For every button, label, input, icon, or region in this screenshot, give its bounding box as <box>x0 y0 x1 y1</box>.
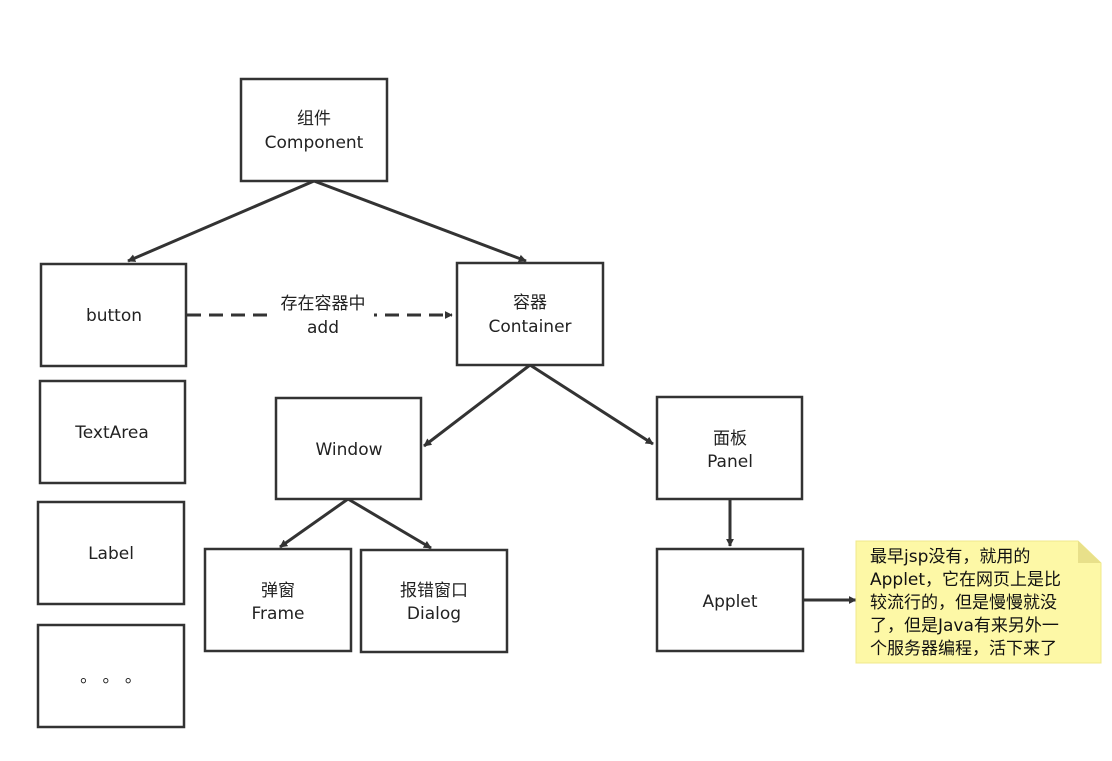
node-frame-line2: Frame <box>252 604 305 624</box>
edge-label-line1: 存在容器中 <box>281 294 366 314</box>
node-dialog-line1: 报错窗口 <box>400 581 468 601</box>
edge-label-line2: add <box>307 318 339 338</box>
note-line-3: 较流行的，但是慢慢就没 <box>870 592 1057 613</box>
node-frame-line1: 弹窗 <box>261 581 295 601</box>
note-line-2: Applet，它在网页上是比 <box>870 570 1061 590</box>
node-textarea-line1: TextArea <box>74 423 149 443</box>
edge-component-to-button <box>127 179 315 263</box>
node-container-line2: Container <box>488 317 571 337</box>
edge-label-add: 存在容器中 add <box>274 293 374 338</box>
node-window: Window <box>274 396 423 501</box>
applet-note: 最早jsp没有，就用的 Applet，它在网页上是比 较流行的，但是慢慢就没 了… <box>855 540 1102 664</box>
note-line-4: 了，但是Java有来另外一 <box>870 616 1059 636</box>
node-more-line1: 。 。 。 <box>80 667 142 687</box>
node-panel-line1: 面板 <box>713 429 747 449</box>
node-container-line1: 容器 <box>513 293 547 313</box>
node-applet: Applet <box>655 547 805 653</box>
node-more: 。 。 。 <box>36 623 186 729</box>
note-fold <box>1078 541 1101 563</box>
node-component: 组件 Component <box>239 77 389 183</box>
node-applet-line1: Applet <box>702 592 757 612</box>
node-container: 容器 Container <box>455 261 605 367</box>
edge-window-to-dialog <box>347 497 432 550</box>
note-line-5: 个服务器编程，活下来了 <box>870 639 1057 659</box>
node-window-line1: Window <box>315 440 382 460</box>
edge-component-to-container <box>313 179 527 263</box>
edge-window-to-frame <box>279 497 349 549</box>
note-body <box>855 540 1102 664</box>
node-button-line1: button <box>86 306 142 326</box>
node-panel-line2: Panel <box>707 452 753 472</box>
node-label-line1: Label <box>88 544 134 564</box>
node-dialog: 报错窗口 Dialog <box>359 548 509 654</box>
node-button: button <box>39 262 188 368</box>
edges <box>127 179 857 604</box>
node-label-box: Label <box>36 500 186 606</box>
node-panel: 面板 Panel <box>655 395 804 501</box>
edge-container-to-window <box>423 363 531 448</box>
node-dialog-line2: Dialog <box>407 604 461 624</box>
node-component-line2: Component <box>265 133 364 153</box>
note-line-1: 最早jsp没有，就用的 <box>870 547 1030 567</box>
node-textarea: TextArea <box>38 379 187 485</box>
node-component-line1: 组件 <box>297 109 331 129</box>
node-frame: 弹窗 Frame <box>203 547 353 653</box>
edge-container-to-panel <box>529 363 654 446</box>
